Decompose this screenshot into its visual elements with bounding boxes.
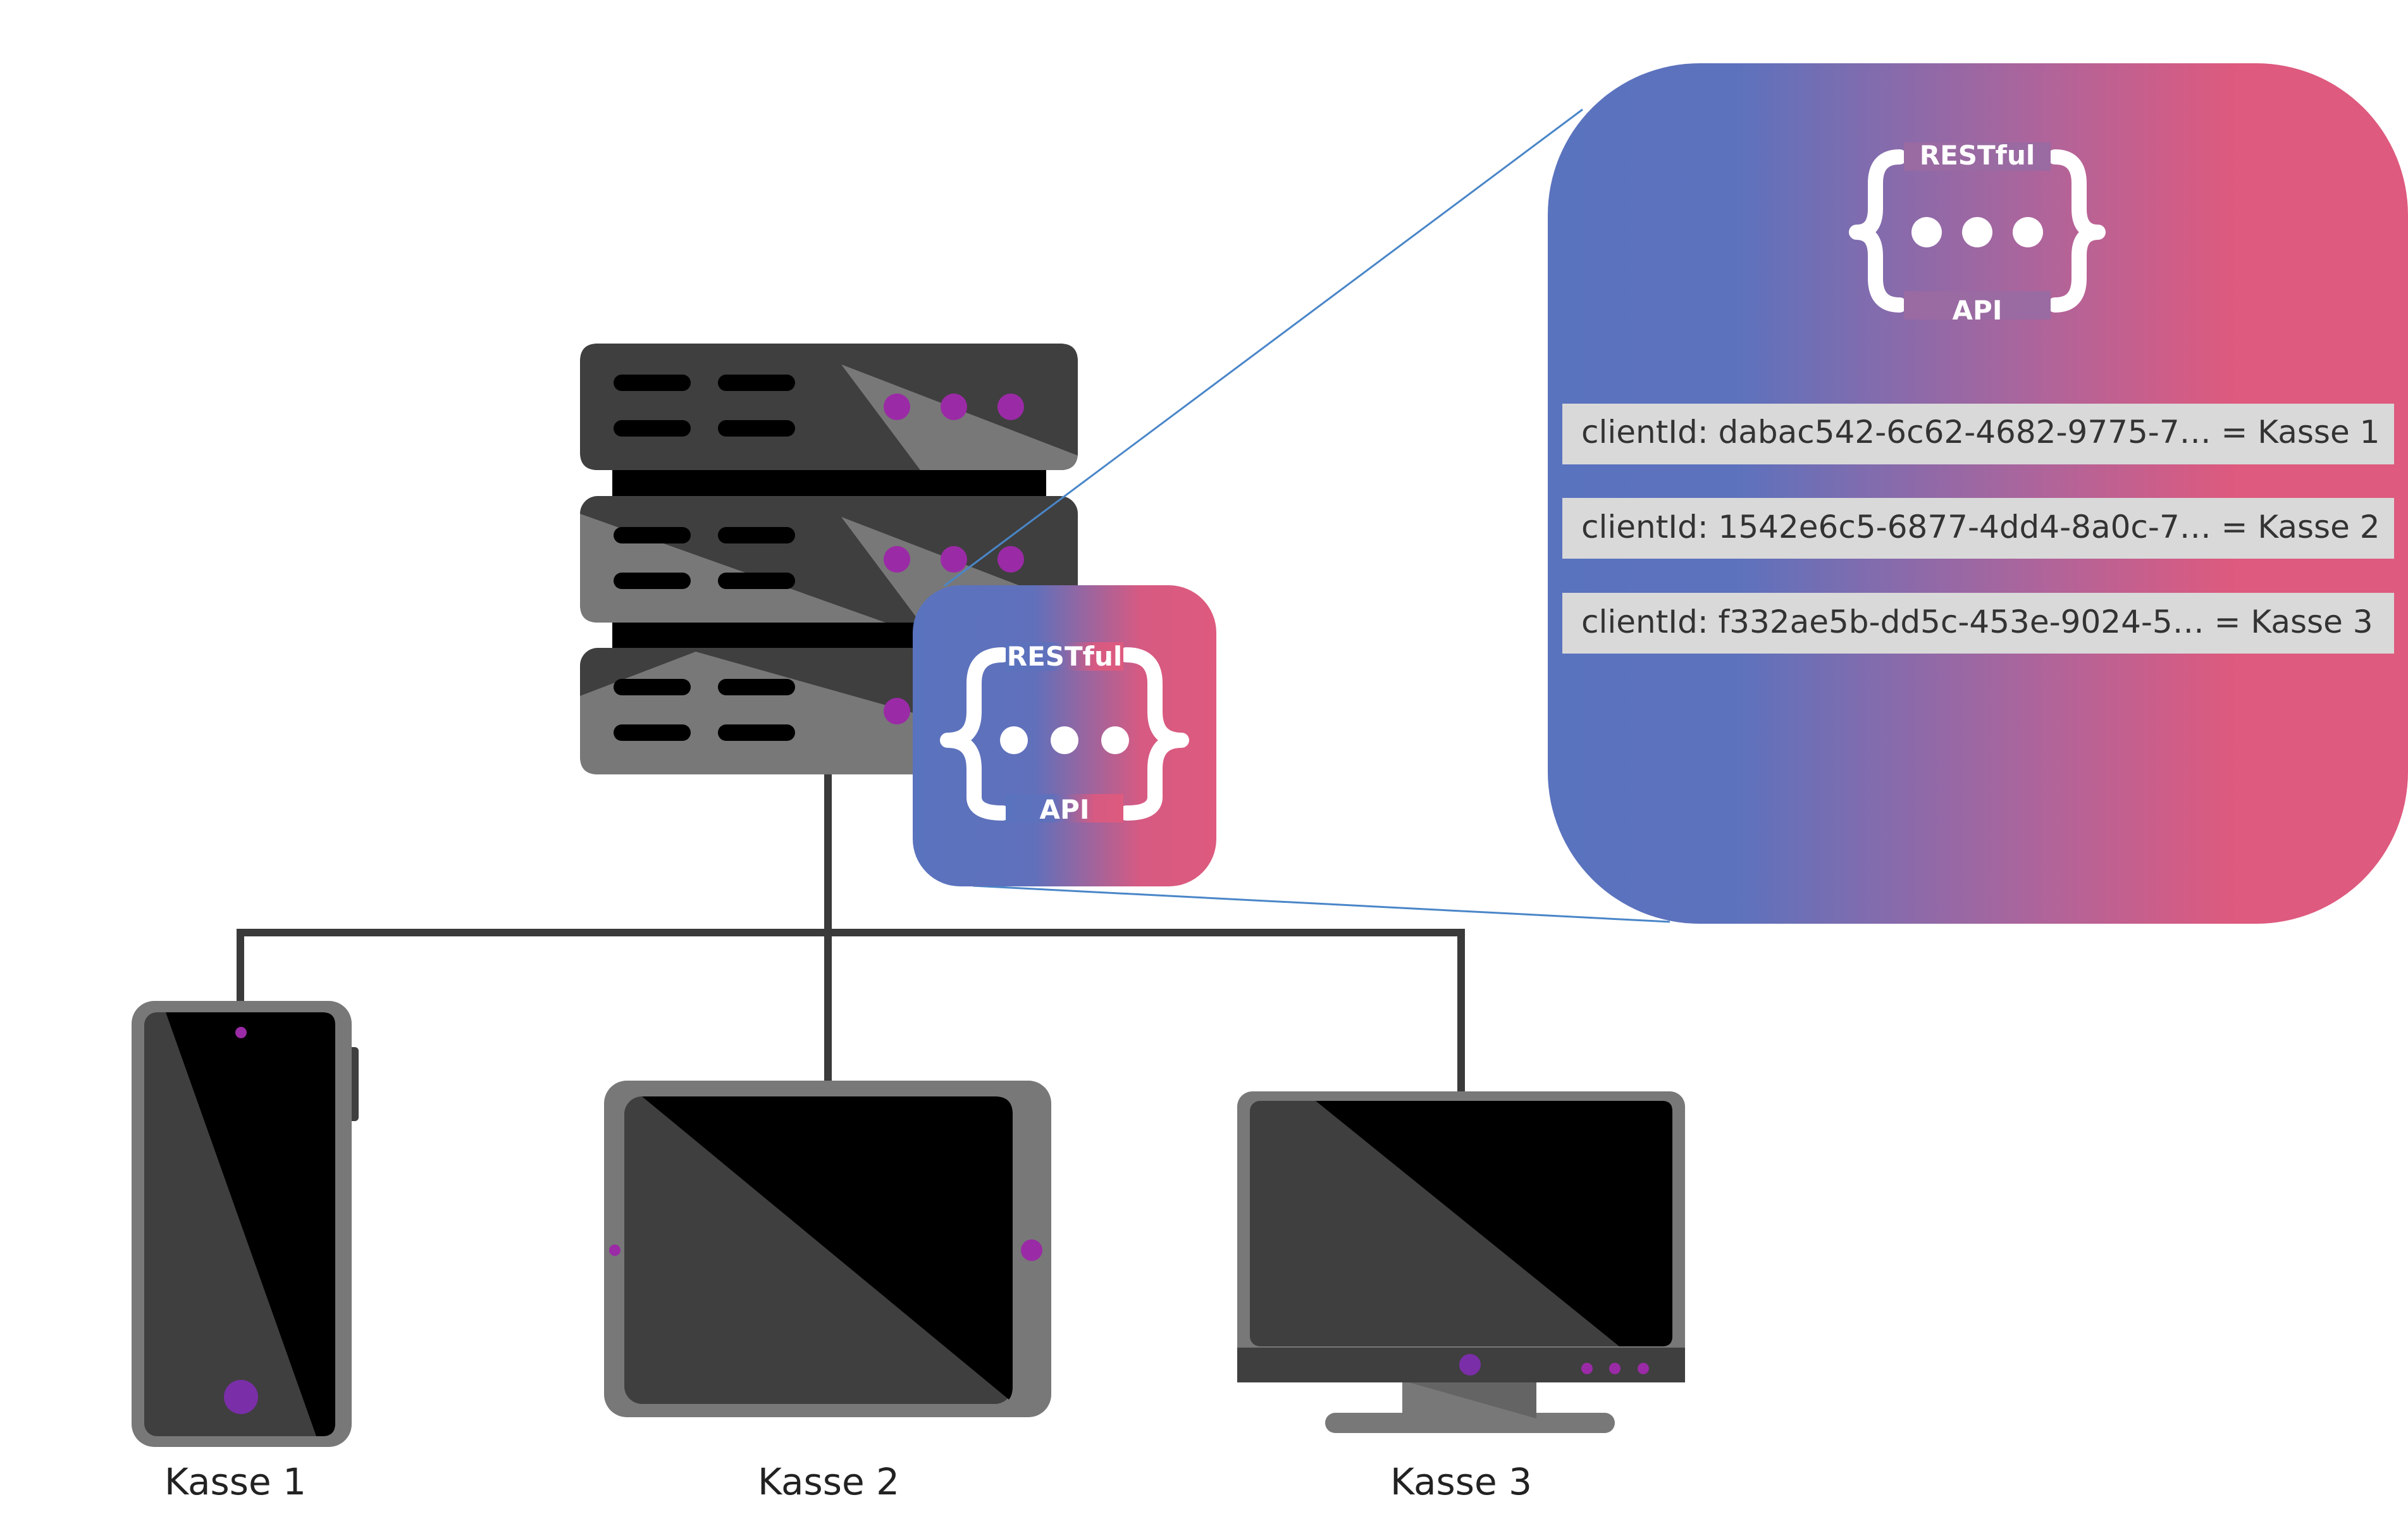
- api-client-registry-panel: RESTful API clientId: dabac542-6c62-4682…: [1548, 63, 2408, 924]
- client-row-1: clientId: dabac542-6c62-4682-9775-7… = K…: [1562, 404, 2394, 464]
- client-row-2: clientId: 1542e6c5-6877-4dd4-8a0c-7… = K…: [1562, 498, 2394, 559]
- restful-api-badge: RESTful API: [913, 585, 1216, 886]
- server-rack-icon: [580, 344, 1078, 774]
- client-row-3: clientId: f332ae5b-dd5c-453e-9024-5… = K…: [1562, 593, 2394, 654]
- curly-braces-dots-icon-large: [1849, 149, 2106, 313]
- smartphone-icon: [132, 1001, 359, 1447]
- device-label-kasse-2: Kasse 2: [758, 1460, 899, 1503]
- client-row-3-text: clientId: f332ae5b-dd5c-453e-9024-5… = K…: [1581, 604, 2373, 640]
- zoom-callout-lines: [944, 108, 1670, 923]
- desktop-monitor-icon: [1237, 1091, 1685, 1433]
- badge-bottom-label: API: [1040, 794, 1090, 825]
- panel-top-label: RESTful: [1920, 140, 2035, 171]
- tablet-icon: [604, 1081, 1051, 1417]
- panel-bottom-label: API: [1953, 295, 2003, 326]
- network-connector-lines: [237, 773, 1465, 1091]
- device-label-kasse-1: Kasse 1: [164, 1460, 306, 1503]
- client-row-2-text: clientId: 1542e6c5-6877-4dd4-8a0c-7… = K…: [1581, 509, 2380, 545]
- curly-braces-dots-icon: [940, 647, 1189, 821]
- client-row-1-text: clientId: dabac542-6c62-4682-9775-7… = K…: [1581, 414, 2380, 450]
- device-label-kasse-3: Kasse 3: [1390, 1460, 1532, 1503]
- server-unit-1: [580, 344, 1078, 470]
- badge-top-label: RESTful: [1007, 641, 1123, 672]
